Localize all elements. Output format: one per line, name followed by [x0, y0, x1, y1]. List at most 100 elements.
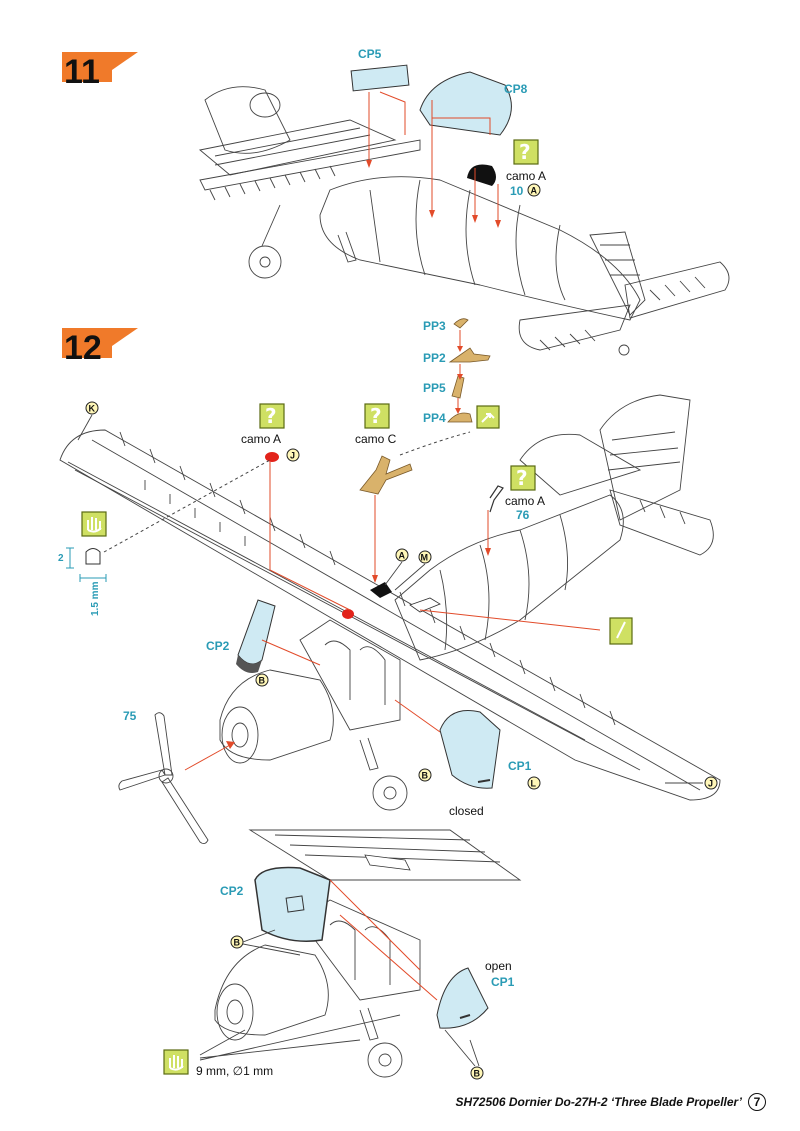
canopy-cp8[interactable] — [419, 71, 512, 136]
svg-text:L: L — [531, 779, 537, 789]
svg-text:?: ? — [519, 140, 531, 164]
paint-ref-l-cp1: L — [527, 776, 541, 790]
paint-ref-k: K — [85, 401, 99, 415]
paint-ref-m: M — [418, 550, 432, 564]
page-number: 7 — [748, 1093, 766, 1111]
leader-k — [77, 414, 93, 441]
paint-ref-j-wingtip: J — [704, 776, 718, 790]
svg-text:M: M — [421, 553, 429, 563]
leaders-b-cp1-bottom — [444, 1029, 480, 1067]
antenna-part-camo-c[interactable] — [359, 455, 413, 495]
label-wire-dims: 9 mm, ∅1 mm — [196, 1064, 273, 1078]
red-beacon[interactable] — [265, 452, 279, 462]
pp-assembly-lines — [457, 330, 461, 408]
label-cp5: CP5 — [358, 47, 382, 61]
pp-assembly-arrows — [455, 346, 463, 414]
paint-ref-a-12: A — [395, 548, 409, 562]
step-12-marker: 12 — [62, 328, 138, 367]
sub-assembly-icon — [476, 405, 500, 429]
wheel-11 — [248, 245, 282, 279]
detail-view-airframe — [214, 829, 522, 1078]
svg-text:B: B — [234, 938, 241, 948]
roof-window — [409, 597, 441, 613]
label-cp2-top: CP2 — [206, 639, 230, 653]
label-cp8: CP8 — [504, 82, 528, 96]
propeller-75[interactable] — [118, 712, 209, 845]
label-76: 76 — [516, 508, 530, 522]
wing-ribs-12 — [119, 431, 616, 726]
pp-leader — [399, 431, 471, 456]
svg-text:J: J — [290, 451, 295, 461]
page-footer: SH72506 Dornier Do-27H-2 ‘Three Blade Pr… — [455, 1093, 766, 1111]
label-75: 75 — [123, 709, 137, 723]
part-pp4[interactable] — [447, 412, 473, 423]
wire-leaders — [199, 1014, 401, 1061]
hand-tool-icon-bottom — [163, 1049, 189, 1075]
beacon-leader — [103, 459, 271, 553]
step-11-airframe — [198, 86, 730, 356]
antenna-76[interactable] — [489, 485, 504, 513]
paint-ref-j-beacon: J — [286, 448, 300, 462]
decal-marker-icon — [609, 617, 633, 645]
label-open: open — [485, 959, 512, 973]
label-10: 10 — [510, 184, 524, 198]
label-dim-1-5: 1.5 mm — [90, 581, 101, 616]
svg-text:?: ? — [516, 466, 528, 490]
wheel-12 — [372, 775, 408, 811]
door-cp1-open[interactable] — [436, 967, 489, 1029]
leaders-am — [384, 561, 426, 591]
part-pp5[interactable] — [451, 375, 465, 399]
label-camo-a-12: camo A — [241, 432, 281, 446]
door-cp2-open[interactable] — [254, 866, 331, 942]
step-12-flag — [62, 328, 138, 358]
svg-text:?: ? — [265, 404, 277, 428]
unknown-part-icon-camo-c: ? — [364, 403, 390, 429]
paint-ref-b-cp1: B — [418, 768, 432, 782]
red-beacon-lower[interactable] — [342, 609, 354, 619]
hand-tool-icon-top — [81, 511, 107, 537]
part-pp3[interactable] — [453, 318, 469, 329]
label-pp2: PP2 — [423, 351, 446, 365]
label-cp1-open: CP1 — [491, 975, 515, 989]
assembly-arrows-12 — [226, 548, 491, 749]
door-cp2-top[interactable] — [236, 599, 276, 673]
paint-ref-b-cp1-bottom: B — [470, 1066, 484, 1080]
assembly-lines-detail — [329, 879, 438, 1001]
svg-text:K: K — [89, 404, 96, 414]
svg-text:?: ? — [370, 404, 382, 428]
step-12-airframe — [59, 394, 721, 811]
step-12-number: 12 — [64, 329, 102, 367]
label-closed: closed — [449, 804, 484, 818]
antenna-black-small[interactable] — [370, 582, 392, 598]
paint-ref-b-cp2-bottom: B — [230, 935, 244, 949]
canopy-cp5[interactable] — [350, 64, 410, 92]
tail-ribs-12 — [639, 499, 686, 525]
svg-text:B: B — [474, 1069, 481, 1079]
part-pp2[interactable] — [448, 347, 491, 363]
unknown-part-icon-11: ? — [513, 139, 539, 165]
svg-text:A: A — [531, 186, 538, 196]
svg-text:B: B — [259, 676, 266, 686]
label-camo-c: camo C — [355, 432, 397, 446]
wing-flap-ribs-11 — [209, 165, 336, 201]
step-11-marker: 11 — [62, 52, 138, 91]
paint-ref-b-cp2: B — [255, 673, 269, 687]
unknown-part-icon-camo-a: ? — [259, 403, 285, 429]
beacon-dimension-drawing — [66, 547, 107, 582]
footer-title: SH72506 Dornier Do-27H-2 ‘Three Blade Pr… — [455, 1095, 742, 1109]
step-11-flag — [62, 52, 138, 82]
door-cp1-closed[interactable] — [439, 710, 501, 789]
window-part-black[interactable] — [467, 164, 496, 187]
unknown-part-icon-camo-a-76: ? — [510, 465, 536, 491]
paint-ref-a-11: A — [527, 183, 541, 197]
svg-text:A: A — [399, 551, 406, 561]
label-dim-2: 2 — [58, 553, 64, 564]
label-camo-a-76: camo A — [505, 494, 545, 508]
assembly-arrows-11 — [366, 160, 501, 228]
label-camo-a-11: camo A — [506, 169, 546, 183]
assembly-lines-12 — [184, 462, 601, 771]
label-cp2-bottom: CP2 — [220, 884, 244, 898]
leaders-b-cp2-bottom — [242, 929, 301, 956]
svg-text:B: B — [422, 771, 429, 781]
